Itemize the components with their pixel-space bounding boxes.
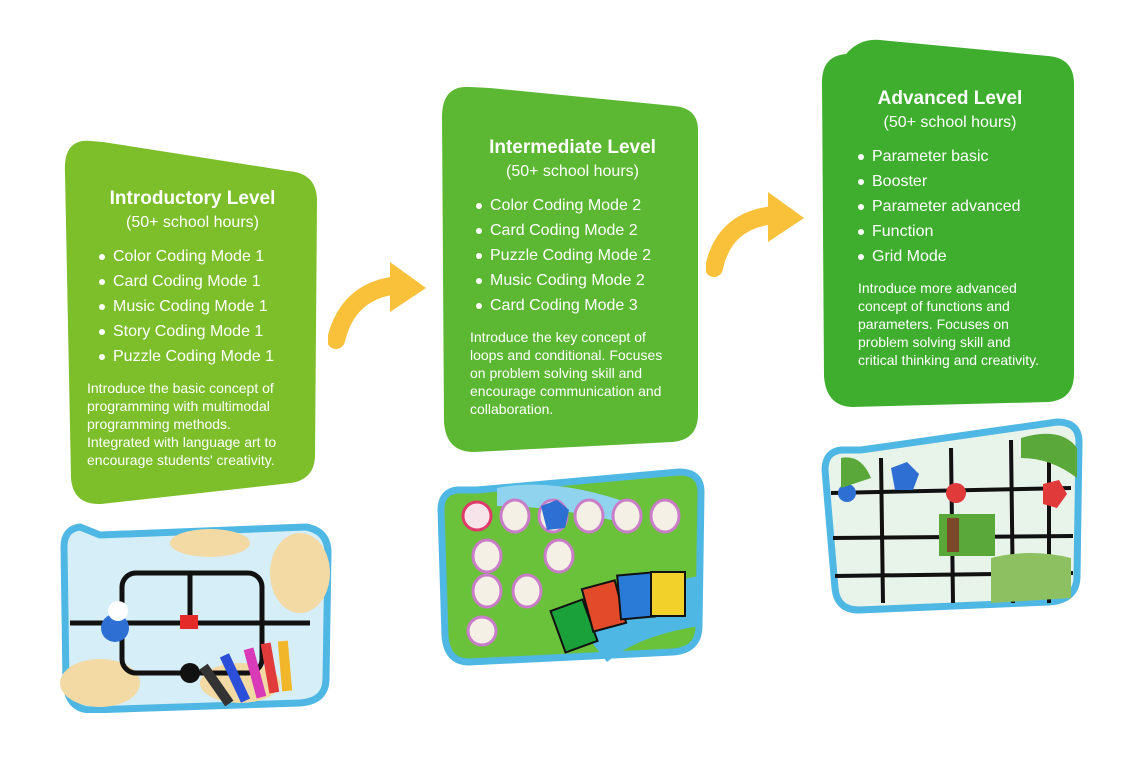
- introductory-board-image: [60, 523, 332, 713]
- curved-arrow-icon: [328, 262, 426, 349]
- topic-item: Booster: [856, 169, 1060, 194]
- topic-item: Card Coding Mode 2: [474, 218, 685, 243]
- topic-item: Card Coding Mode 3: [474, 293, 685, 318]
- topic-item: Music Coding Mode 1: [97, 294, 300, 319]
- topic-item: Puzzle Coding Mode 2: [474, 243, 685, 268]
- level-hours: (50+ school hours): [506, 163, 639, 180]
- topic-item: Parameter advanced: [856, 194, 1060, 219]
- intermediate-level-card: Intermediate Level (50+ school hours) Co…: [440, 82, 700, 454]
- card-background: [64, 140, 318, 505]
- level-description: Introduce the key concept of loops and c…: [470, 329, 663, 417]
- topic-list: Color Coding Mode 2 Card Coding Mode 2 P…: [474, 193, 685, 318]
- topic-item: Color Coding Mode 1: [97, 244, 300, 269]
- topic-list: Parameter basic Booster Parameter advanc…: [856, 144, 1060, 269]
- topic-item: Puzzle Coding Mode 1: [97, 344, 300, 369]
- topic-item: Function: [856, 219, 1060, 244]
- level-title: Introductory Level: [109, 188, 276, 209]
- level-title: Intermediate Level: [489, 137, 656, 158]
- topic-item: Color Coding Mode 2: [474, 193, 685, 218]
- level-hours: (50+ school hours): [883, 114, 1017, 131]
- level-hours: (50+ school hours): [126, 214, 259, 231]
- level-description: Introduce more advanced concept of funct…: [858, 280, 1040, 368]
- curved-arrow-icon: [706, 192, 804, 277]
- topic-item: Grid Mode: [856, 244, 1060, 269]
- topic-item: Story Coding Mode 1: [97, 319, 300, 344]
- card-background: [822, 39, 1074, 408]
- advanced-board-image: [821, 418, 1083, 614]
- topic-item: Card Coding Mode 1: [97, 269, 300, 294]
- advanced-level-card: Advanced Level (50+ school hours) Parame…: [820, 36, 1076, 410]
- intermediate-board-image: [437, 468, 705, 666]
- topic-item: Music Coding Mode 2: [474, 268, 685, 293]
- topic-list: Color Coding Mode 1 Card Coding Mode 1 M…: [97, 244, 300, 369]
- card-background: [442, 86, 698, 452]
- topic-item: Parameter basic: [856, 144, 1060, 169]
- introductory-level-card: Introductory Level (50+ school hours) Co…: [63, 133, 318, 508]
- level-description: Introduce the basic concept of programmi…: [87, 380, 277, 468]
- level-title: Advanced Level: [877, 88, 1023, 109]
